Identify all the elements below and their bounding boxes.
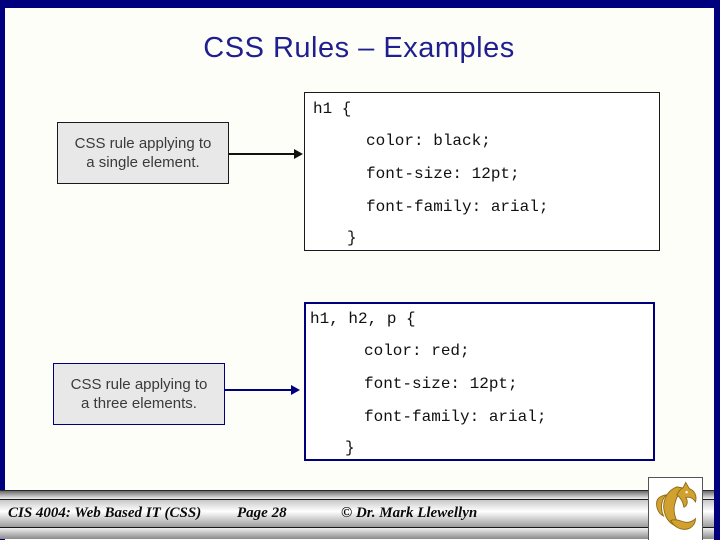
footer-bar: CIS 4004: Web Based IT (CSS) Page 28 © D… xyxy=(0,490,714,540)
code-line: } xyxy=(345,439,355,457)
callout-label-line: CSS rule applying to xyxy=(74,135,212,152)
code-box-single-rule: h1 { color: black; font-size: 12pt; font… xyxy=(304,92,660,251)
arrowhead-icon xyxy=(294,149,303,159)
code-box-multiple-rule: h1, h2, p { color: red; font-size: 12pt;… xyxy=(304,302,655,461)
callout-label-line: CSS rule applying to xyxy=(70,376,208,393)
footer-band-bottom xyxy=(0,528,714,539)
code-line: h1, h2, p { xyxy=(310,310,416,328)
footer-page-number: Page 28 xyxy=(237,505,287,521)
slide-background: CSS Rules – Examples CSS rule applying t… xyxy=(5,8,714,540)
code-line: font-family: arial; xyxy=(366,198,549,216)
footer-band-top xyxy=(0,490,714,500)
footer-band-main: CIS 4004: Web Based IT (CSS) Page 28 © D… xyxy=(0,500,714,528)
code-line: font-family: arial; xyxy=(364,408,547,426)
callout-single-element: CSS rule applying to a single element. xyxy=(57,122,229,184)
code-line: font-size: 12pt; xyxy=(364,375,518,393)
code-line: color: red; xyxy=(364,342,470,360)
ucf-pegasus-logo xyxy=(655,481,696,530)
code-line: font-size: 12pt; xyxy=(366,165,520,183)
arrow-connector-single xyxy=(229,149,303,159)
footer-course: CIS 4004: Web Based IT (CSS) xyxy=(8,505,202,521)
footer-copyright: © Dr. Mark Llewellyn xyxy=(341,505,478,521)
arrowhead-icon xyxy=(291,385,300,395)
slide-title: CSS Rules – Examples xyxy=(203,32,515,64)
callout-three-elements: CSS rule applying to a three elements. xyxy=(53,363,225,425)
code-line: } xyxy=(347,229,357,247)
arrow-connector-three xyxy=(225,385,300,395)
logo-panel xyxy=(648,477,703,540)
callout-label-line: a three elements. xyxy=(81,395,197,412)
code-line: h1 { xyxy=(313,100,352,118)
callout-label-line: a single element. xyxy=(86,154,200,171)
code-line: color: black; xyxy=(366,132,491,150)
